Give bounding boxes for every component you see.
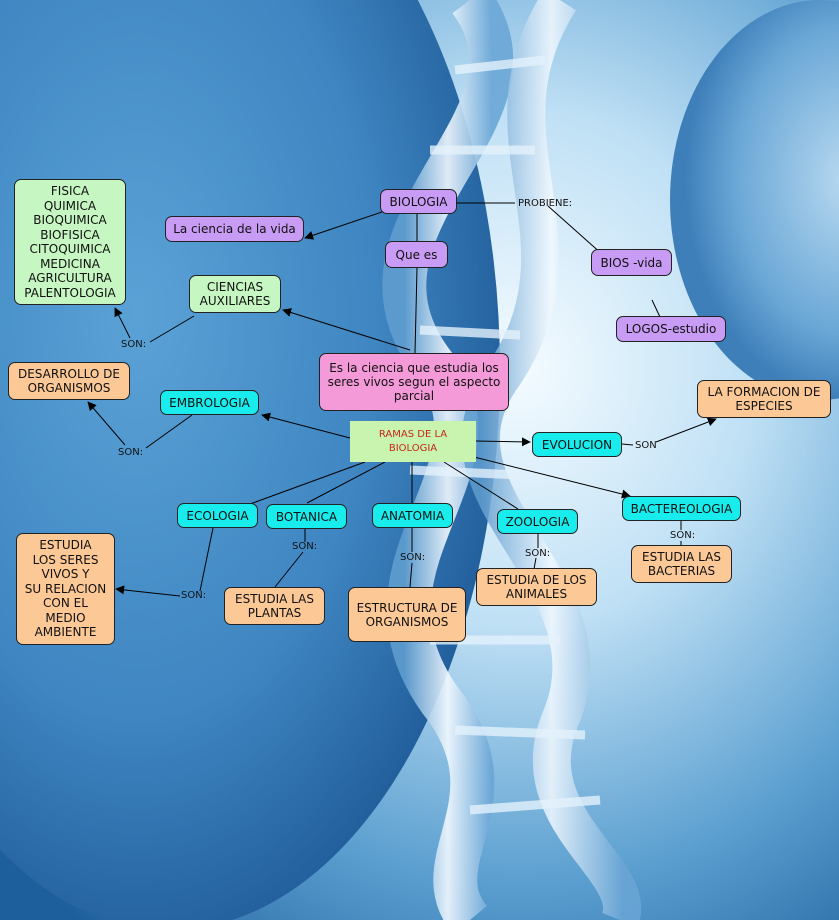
node-que-es[interactable]: Que es (385, 241, 448, 268)
label-son-anatomia: SON: (400, 552, 426, 563)
link-son-formacion (655, 417, 717, 443)
node-evolucion[interactable]: EVOLUCION (532, 432, 622, 457)
label-son-evolucion: SON (635, 440, 657, 451)
link-quees-definicion (414, 267, 418, 354)
node-zoologia[interactable]: ZOOLOGIA (497, 509, 578, 534)
node-estudia-seres-vivos[interactable]: ESTUDIA LOS SERES VIVOS Y SU RELACION CO… (16, 533, 115, 645)
link-ramas-evolucion (475, 437, 531, 447)
node-estudia-animales[interactable]: ESTUDIA DE LOS ANIMALES (476, 568, 597, 606)
link-ramas-bactereologia (469, 455, 631, 499)
node-botanica[interactable]: BOTANICA (266, 504, 347, 529)
node-anatomia[interactable]: ANATOMIA (372, 503, 453, 528)
node-bactereologia[interactable]: BACTEREOLOGIA (622, 496, 741, 521)
link-ramas-embrologia (261, 412, 351, 439)
link-definicion-auxiliares (282, 308, 411, 351)
node-estudia-plantas[interactable]: ESTUDIA LAS PLANTAS (224, 587, 325, 625)
link-son-estructura (409, 562, 413, 588)
node-logos[interactable]: LOGOS-estudio (616, 316, 726, 342)
label-son-botanica: SON: (292, 541, 318, 552)
link-ramas-zoologia (443, 461, 519, 510)
link-son-plantas (274, 551, 304, 588)
label-son-ecologia: SON: (181, 590, 207, 601)
node-formacion-especies[interactable]: LA FORMACION DE ESPECIES (697, 380, 831, 418)
label-son-zoologia: SON: (525, 548, 551, 559)
node-desarrollo-organismos[interactable]: DESARROLLO DE ORGANISMOS (8, 362, 130, 400)
node-ecologia[interactable]: ECOLOGIA (177, 503, 258, 528)
link-ecologia-son (199, 527, 214, 592)
link-embrologia-son (145, 414, 193, 449)
link-son-estudiaseres (115, 585, 181, 597)
node-bios[interactable]: BIOS -vida (591, 249, 672, 276)
link-biologia-ciencia (304, 211, 383, 240)
node-definicion[interactable]: Es la ciencia que estudia los seres vivo… (319, 353, 509, 411)
link-son-animales (533, 557, 537, 570)
label-son-bactereologia: SON: (670, 530, 696, 541)
label-probiene: PROBIENE: (518, 198, 573, 209)
label-son-auxiliares: SON: (121, 339, 147, 350)
node-estudia-bacterias[interactable]: ESTUDIA LAS BACTERIAS (631, 545, 732, 583)
link-ramas-botanica (306, 461, 386, 504)
node-embrologia[interactable]: EMBROLOGIA (160, 390, 259, 415)
node-biologia[interactable]: BIOLOGIA (380, 189, 457, 214)
node-auxiliares-list[interactable]: FISICA QUIMICA BIOQUIMICA BIOFISICA CITO… (14, 179, 126, 305)
link-ramas-ecologia (249, 461, 366, 505)
link-son-auxlist (114, 307, 131, 339)
node-ramas-de-la-biologia[interactable]: RAMAS DE LA BIOLOGIA (350, 421, 476, 462)
link-bios-logos (651, 299, 661, 318)
link-son-desarrollo (87, 401, 126, 446)
node-ciencias-auxiliares[interactable]: CIENCIAS AUXILIARES (189, 275, 281, 313)
link-auxiliares-son (149, 315, 195, 343)
link-evolucion-son (621, 443, 634, 446)
node-estructura-organismos[interactable]: ESTRUCTURA DE ORGANISMOS (348, 587, 466, 642)
label-son-embrologia: SON: (118, 447, 144, 458)
node-ciencia-de-la-vida[interactable]: La ciencia de la vida (165, 216, 304, 242)
